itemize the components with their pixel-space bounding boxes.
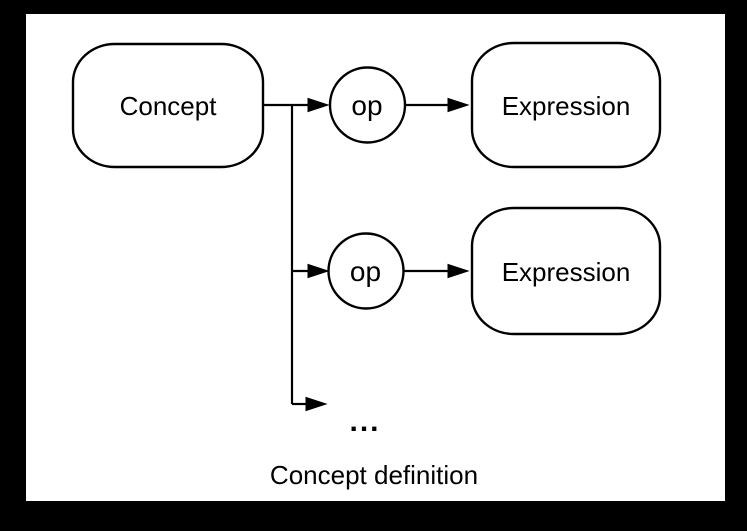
arrowhead-op-top <box>307 97 330 113</box>
arrowhead-op-middle <box>307 263 330 279</box>
op-middle-node <box>327 232 405 310</box>
expression-middle-node <box>470 206 662 336</box>
expression-top-label: Expression <box>502 91 631 121</box>
concept-node <box>71 42 265 169</box>
expression-middle-label: Expression <box>502 257 631 287</box>
arrowhead-ellipsis <box>305 396 328 412</box>
op-top-node <box>328 66 407 144</box>
concept-label: Concept <box>120 91 218 121</box>
expression-top-node <box>470 41 662 169</box>
ellipsis-label: ... <box>349 405 380 438</box>
arrowhead-expression-middle <box>447 263 470 279</box>
op-top-label: op <box>351 90 382 121</box>
op-middle-label: op <box>350 256 381 287</box>
diagram-caption: Concept definition <box>270 460 478 490</box>
arrowhead-expression-top <box>447 97 470 113</box>
